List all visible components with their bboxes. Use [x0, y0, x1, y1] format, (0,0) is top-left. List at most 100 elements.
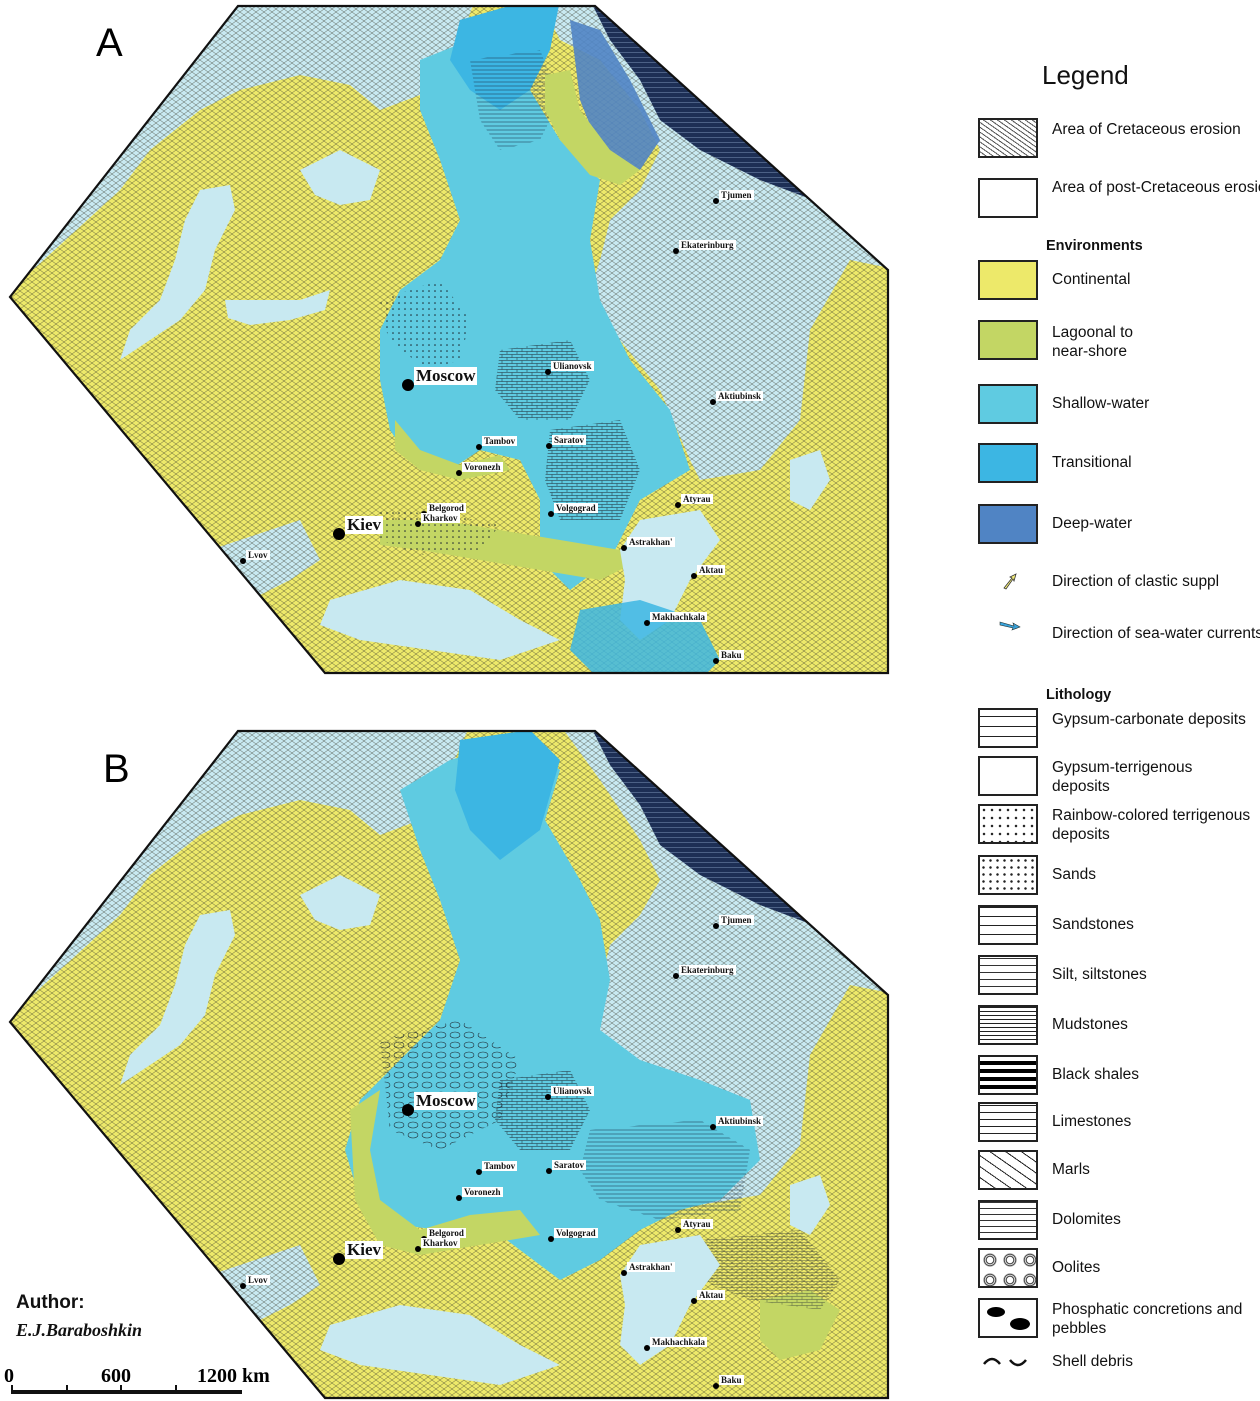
city-label-ulianovsk: Ulianovsk: [551, 361, 594, 371]
city-label-kharkov: Kharkov: [421, 513, 460, 523]
baltic-sea: [120, 185, 235, 360]
white-sea-b: [300, 875, 380, 930]
city-label-baku: Baku: [719, 1375, 744, 1385]
transitional-zone-b: [455, 731, 560, 860]
city-dot: [456, 1195, 462, 1201]
city-dot: [240, 1283, 246, 1289]
limestone-patch-2: [545, 420, 640, 520]
city-dot: [546, 1168, 552, 1174]
lagoonal-belt-north: [545, 70, 640, 185]
legend-label: Area of Cretaceous erosion: [1052, 121, 1241, 138]
city-label-aktau: Aktau: [697, 565, 726, 575]
lithology-swatch: [978, 955, 1038, 995]
legend-label: Phosphatic concretions and pebbles: [1052, 1301, 1243, 1337]
legend-label: Limestones: [1052, 1113, 1132, 1130]
city-label-belgorod: Belgorod: [427, 1228, 466, 1238]
environments-heading: Environments: [1046, 238, 1143, 254]
city-label-tjumen: Tjumen: [719, 190, 754, 200]
city-dot: [644, 620, 650, 626]
city-dot: [333, 528, 345, 540]
city-label-voronezh: Voronezh: [462, 1187, 503, 1197]
city-dot: [402, 1104, 414, 1116]
legend-label: Marls: [1052, 1161, 1090, 1178]
mudstone-patch-b: [580, 1120, 750, 1220]
white-sea: [300, 150, 380, 205]
legend-label: Gypsum-carbonate deposits: [1052, 711, 1246, 728]
legend-label: Black shales: [1052, 1066, 1140, 1083]
scale-bar: 0 600 1200 km: [4, 1365, 270, 1394]
city-dot: [545, 1094, 551, 1100]
city-label-aktau: Aktau: [697, 1290, 726, 1300]
legend-label: Silt, siltstones: [1052, 966, 1147, 983]
city-dot: [402, 379, 414, 391]
city-dot: [691, 573, 697, 579]
city-label-aktiubinsk: Aktiubinsk: [716, 391, 764, 401]
environment-swatch: [978, 443, 1038, 483]
lithology-swatch: [978, 905, 1038, 945]
city-label-astrakhan: Astrakhan': [627, 537, 675, 547]
city-label-makhachkala: Makhachkala: [650, 612, 708, 622]
city-dot: [713, 198, 719, 204]
lithology-swatch: [978, 804, 1038, 844]
deep-water-zone: [570, 20, 660, 170]
city-dot: [415, 521, 421, 527]
legend-label: Sands: [1052, 866, 1096, 883]
shell-debris-icon: [983, 1357, 1027, 1367]
city-dot: [673, 973, 679, 979]
city-label-lvov: Lvov: [246, 1275, 270, 1285]
city-label-tjumen: Tjumen: [719, 915, 754, 925]
legend-label: Lagoonal to near-shore: [1052, 324, 1134, 360]
city-dot: [476, 1169, 482, 1175]
oolite-patch-b: [380, 1020, 520, 1150]
lithology-swatch: [978, 756, 1038, 796]
legend-panel: Legend Area of Cretaceous erosion Area o…: [978, 0, 1260, 1401]
legend-label: Area of post-Cretaceous erosion: [1052, 179, 1260, 196]
environment-swatch: [978, 260, 1038, 300]
lithology-swatch: [978, 1150, 1038, 1190]
lithology-swatch: [978, 1055, 1038, 1095]
city-label-ekaterinburg: Ekaterinburg: [679, 965, 736, 975]
lithology-swatch: [978, 1005, 1038, 1045]
city-dot: [546, 443, 552, 449]
legend-label: Continental: [1052, 271, 1131, 288]
legend-label: Shallow-water: [1052, 395, 1150, 412]
map-panel-a: [10, 6, 888, 673]
baltic-sea-b: [120, 910, 235, 1085]
gulf-of-finland: [225, 290, 330, 325]
lithology-swatch: [978, 708, 1038, 748]
environment-swatch: [978, 504, 1038, 544]
lithology-swatch: [978, 1248, 1038, 1288]
lithology-swatch: [978, 1200, 1038, 1240]
lithology-swatch: [978, 855, 1038, 895]
panel-label-b: B: [103, 747, 130, 791]
city-dot: [548, 1236, 554, 1242]
city-label-aktiubinsk: Aktiubinsk: [716, 1116, 764, 1126]
lake-aral: [790, 450, 830, 510]
city-dot: [415, 1246, 421, 1252]
yellow-arrow-icon: [1003, 573, 1017, 590]
city-dot: [713, 923, 719, 929]
city-dot: [713, 658, 719, 664]
city-dot: [710, 399, 716, 405]
city-label-baku: Baku: [719, 650, 744, 660]
city-label-makhachkala: Makhachkala: [650, 1337, 708, 1347]
legend-label: Shell debris: [1052, 1353, 1133, 1370]
black-sea-b: [320, 1305, 560, 1385]
city-dot: [713, 1383, 719, 1389]
city-dot: [673, 248, 679, 254]
black-sea: [320, 580, 560, 660]
city-dot: [240, 558, 246, 564]
city-dot: [548, 511, 554, 517]
scale-tick-0: 0: [4, 1365, 14, 1387]
post-erosion-swatch: [978, 178, 1038, 218]
lagoonal-belt-b: [350, 1090, 540, 1255]
lithology-swatch: [978, 1298, 1038, 1338]
city-label-lvov: Lvov: [246, 550, 270, 560]
legend-label: Mudstones: [1052, 1016, 1128, 1033]
city-label-atyrau: Atyrau: [681, 1219, 713, 1229]
blue-arrow-icon: [999, 621, 1021, 631]
city-dot: [333, 1253, 345, 1265]
city-label-kharkov: Kharkov: [421, 1238, 460, 1248]
author-label: Author:: [16, 1292, 85, 1313]
